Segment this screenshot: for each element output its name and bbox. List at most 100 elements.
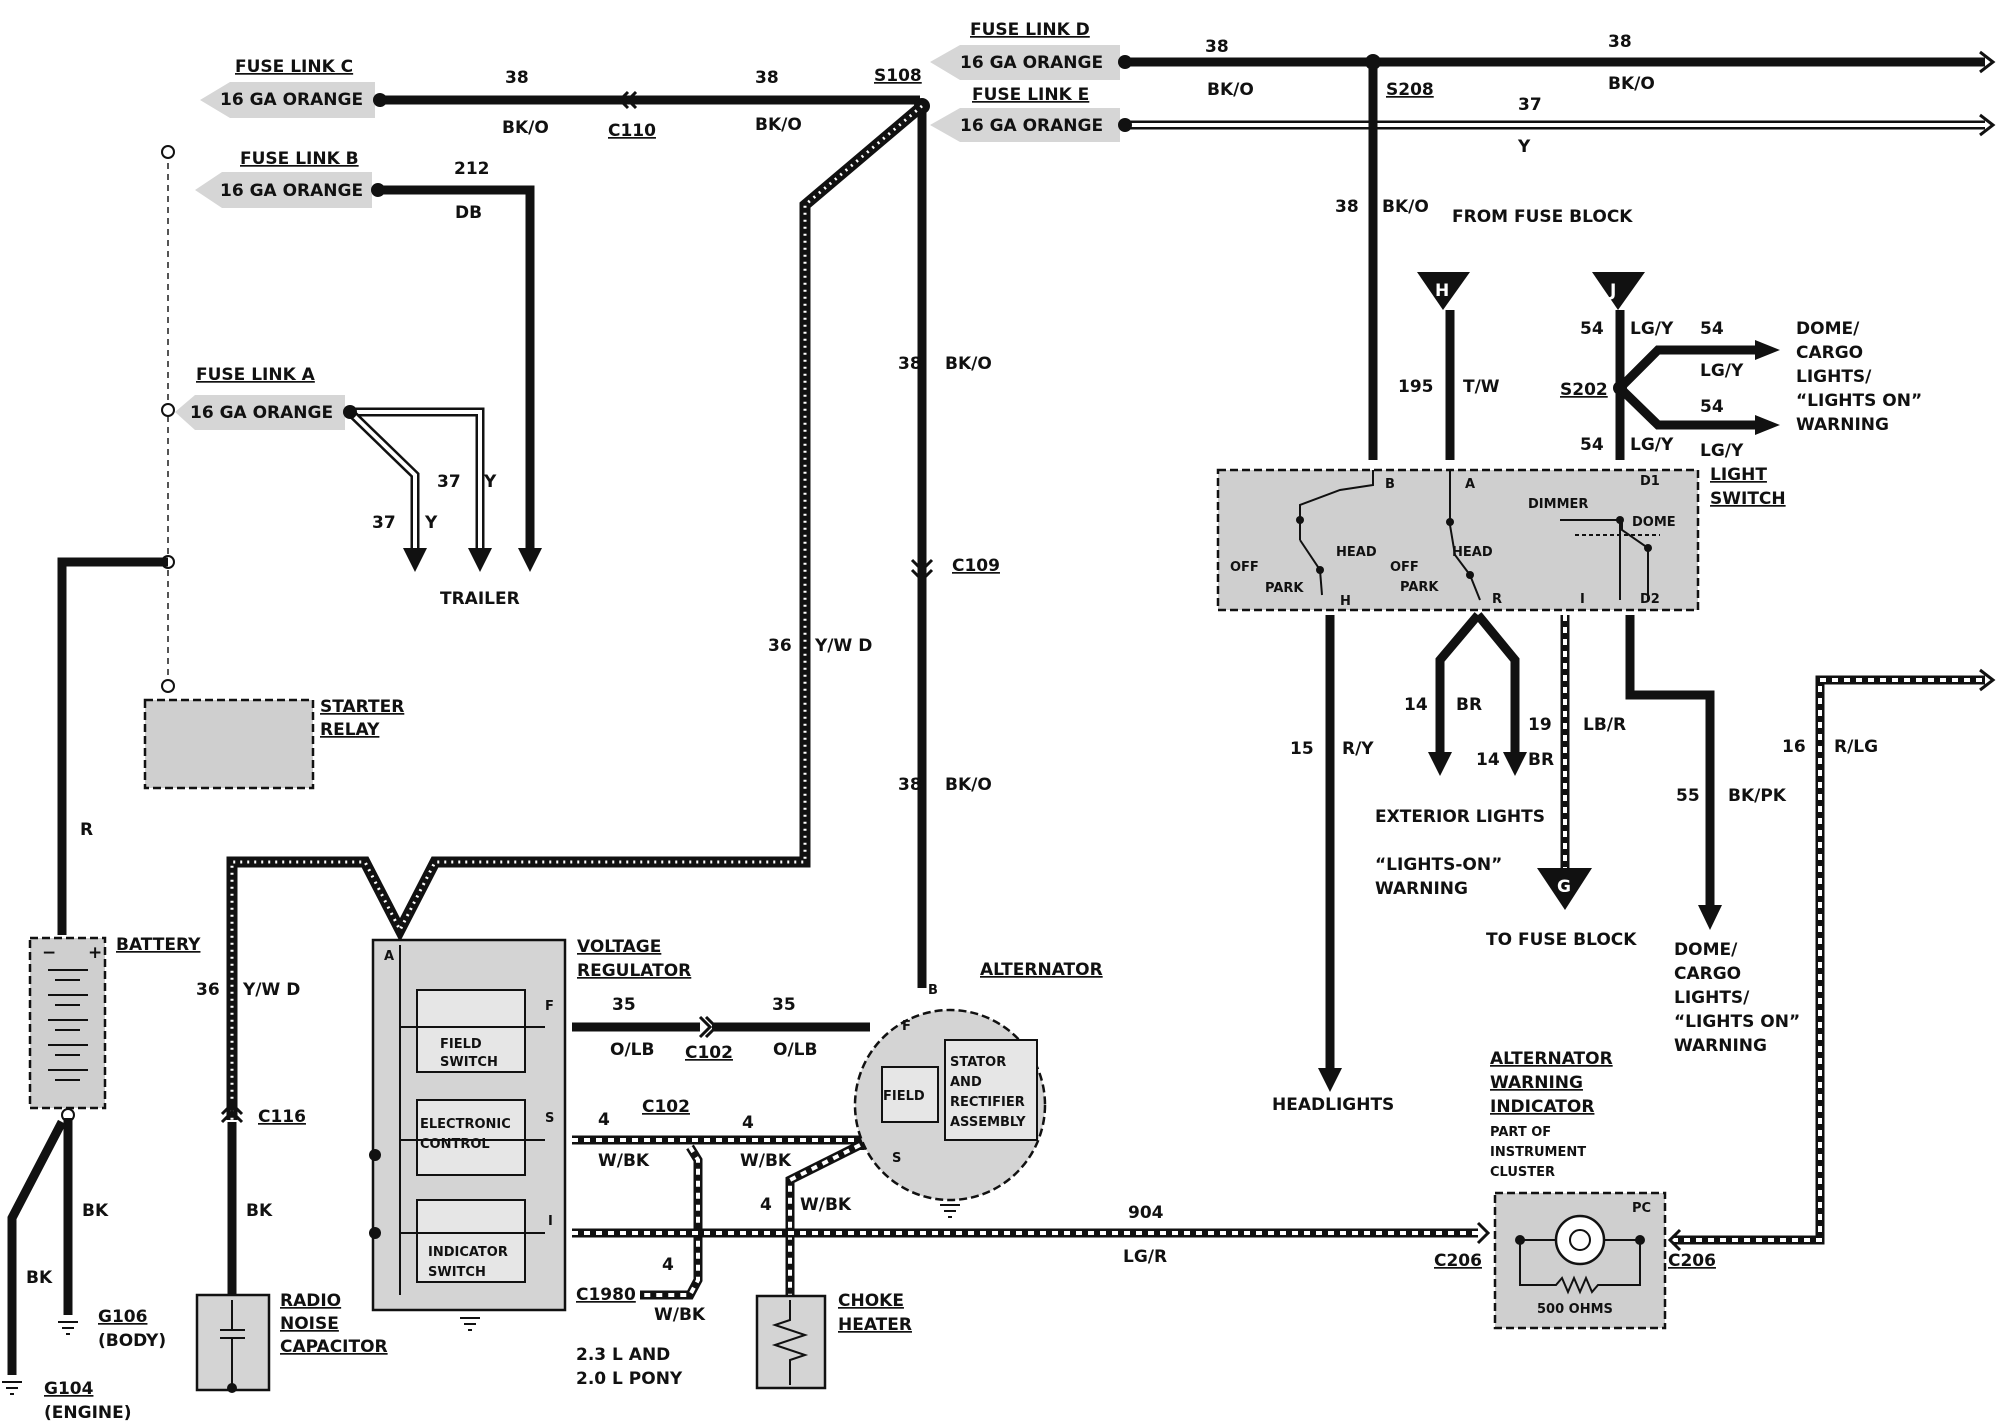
marker-g: G xyxy=(1537,868,1592,910)
switch-dimmer: DIMMER xyxy=(1528,497,1588,512)
terminal-s: S xyxy=(892,1151,901,1166)
battery-plus: + xyxy=(88,943,102,963)
wire-label: 212 xyxy=(454,159,490,179)
fuse-link-b-spec: 16 GA ORANGE xyxy=(220,181,363,201)
wire-color: DB xyxy=(455,203,482,223)
fuse-link-a-title: FUSE LINK A xyxy=(196,365,316,385)
switch-head: HEAD xyxy=(1336,545,1377,560)
wire-label: 38 xyxy=(755,68,779,88)
terminal-dot xyxy=(161,145,175,159)
wire-label: 14 xyxy=(1476,750,1500,770)
connector-c109-symbol xyxy=(910,558,934,583)
wire-color: BK/O xyxy=(945,775,992,795)
fuse-link-b: FUSE LINK B 16 GA ORANGE xyxy=(195,149,372,208)
choke-heater: CHOKE HEATER xyxy=(755,1291,912,1390)
ground-g106: G106 (BODY) xyxy=(58,1307,166,1351)
terminal-b: B xyxy=(1385,477,1395,492)
terminal-f: F xyxy=(545,999,554,1014)
wire-label: 38 xyxy=(1205,37,1229,57)
alt-warning-sub: INSTRUMENT xyxy=(1490,1145,1586,1160)
wire-color: LG/Y xyxy=(1630,435,1674,455)
ground-g104-label: G104 xyxy=(44,1379,94,1399)
wire-color: BK/O xyxy=(502,118,549,138)
from-fuse-block-label: FROM FUSE BLOCK xyxy=(1452,207,1633,227)
switch-park: PARK xyxy=(1400,580,1439,595)
terminal-f: F xyxy=(902,1019,911,1034)
wire-label: 37 xyxy=(1518,95,1542,115)
alt-warning-label: WARNING xyxy=(1490,1073,1583,1093)
ground-g104: G104 (ENGINE) xyxy=(2,1379,132,1423)
wire-color: LG/Y xyxy=(1700,441,1744,461)
marker-j: J xyxy=(1592,272,1645,310)
terminal-a: A xyxy=(1465,477,1475,492)
light-switch: LIGHT SWITCH B A D1 D2 H R I OFF PARK HE… xyxy=(1216,465,1786,612)
wire-color: BK xyxy=(246,1201,273,1221)
light-switch-label: SWITCH xyxy=(1710,489,1786,509)
fuse-link-a-spec: 16 GA ORANGE xyxy=(190,403,333,423)
wire-label: 195 xyxy=(1398,377,1434,397)
wire-label: 14 xyxy=(1404,695,1428,715)
terminal-dot xyxy=(161,403,175,417)
fuse-link-c-spec: 16 GA ORANGE xyxy=(220,90,363,110)
connector-c102: C102 xyxy=(685,1043,733,1063)
wire-label: 19 xyxy=(1528,715,1552,735)
wire-color: T/W xyxy=(1463,377,1500,397)
wire-color: BR xyxy=(1456,695,1482,715)
wire-color: R/LG xyxy=(1834,737,1878,757)
stator-label: RECTIFIER xyxy=(950,1095,1025,1110)
marker-g-label: G xyxy=(1557,877,1571,897)
connector-c206: C206 xyxy=(1668,1251,1716,1271)
wire-color: W/BK xyxy=(740,1151,792,1171)
wire-color: LB/R xyxy=(1583,715,1626,735)
wire-color: Y xyxy=(1517,137,1531,157)
wire-label: 54 xyxy=(1580,319,1604,339)
wire-label: 4 xyxy=(662,1255,674,1275)
switch-off: OFF xyxy=(1230,560,1259,575)
radio-cap-label: RADIO xyxy=(280,1291,341,1311)
wire-label: 37 xyxy=(372,513,396,533)
fuse-link-a: FUSE LINK A 16 GA ORANGE xyxy=(175,365,345,430)
starter-relay: STARTER RELAY xyxy=(143,697,404,790)
choke-heater-label: CHOKE xyxy=(838,1291,904,1311)
to-fuse-block-label: TO FUSE BLOCK xyxy=(1486,930,1637,950)
starter-relay-label: STARTER xyxy=(320,697,404,717)
terminal-d2: D2 xyxy=(1640,592,1660,607)
indicator-switch-label: SWITCH xyxy=(428,1265,486,1280)
wire-37-y-left xyxy=(346,408,420,555)
wire-color: LG/Y xyxy=(1700,361,1744,381)
ground-g104-sub: (ENGINE) xyxy=(44,1403,132,1423)
alt-warning-label: ALTERNATOR xyxy=(1490,1049,1613,1069)
stator-label: STATOR xyxy=(950,1055,1006,1070)
wire-label: 54 xyxy=(1700,319,1724,339)
trailer-label: TRAILER xyxy=(440,589,520,609)
stator-label: AND xyxy=(950,1075,982,1090)
fuse-link-e-title: FUSE LINK E xyxy=(972,85,1089,105)
wire-color: Y/W D xyxy=(242,980,300,1000)
connector-c109: C109 xyxy=(952,556,1000,576)
wire-color: BK xyxy=(26,1268,53,1288)
voltage-regulator: A FIELD SWITCH ELECTRONIC CONTROL INDICA… xyxy=(369,937,691,1331)
wire-label: 35 xyxy=(612,995,636,1015)
connector-c206: C206 xyxy=(1434,1251,1482,1271)
fuse-link-e: FUSE LINK E 16 GA ORANGE xyxy=(930,85,1120,142)
alternator-label: ALTERNATOR xyxy=(980,960,1103,980)
wire-label: 37 xyxy=(437,472,461,492)
wire-color: W/BK xyxy=(654,1305,706,1325)
engine-note: 2.3 L AND xyxy=(576,1345,670,1365)
wire-label: 38 xyxy=(898,775,922,795)
switch-park: PARK xyxy=(1265,581,1304,596)
wire-54-lgy-dome-top xyxy=(1616,345,1760,392)
dome-cargo-bottom: DOME/ CARGO LIGHTS/ “LIGHTS ON” WARNING xyxy=(1674,940,1800,1056)
wire-bk-g104 xyxy=(7,1119,66,1375)
wire-label: 38 xyxy=(898,354,922,374)
engine-note: 2.0 L PONY xyxy=(576,1369,683,1389)
field-switch-label: SWITCH xyxy=(440,1055,498,1070)
wire-color: LG/R xyxy=(1123,1247,1167,1267)
wire-label: 4 xyxy=(760,1195,772,1215)
splice-s202: S202 xyxy=(1560,380,1608,400)
radio-cap-label: NOISE xyxy=(280,1314,339,1334)
connector-c1980: C1980 xyxy=(576,1285,636,1305)
terminal-r: R xyxy=(1492,592,1502,607)
wire-label: 38 xyxy=(505,68,529,88)
alt-warning-sub: PART OF xyxy=(1490,1125,1551,1140)
